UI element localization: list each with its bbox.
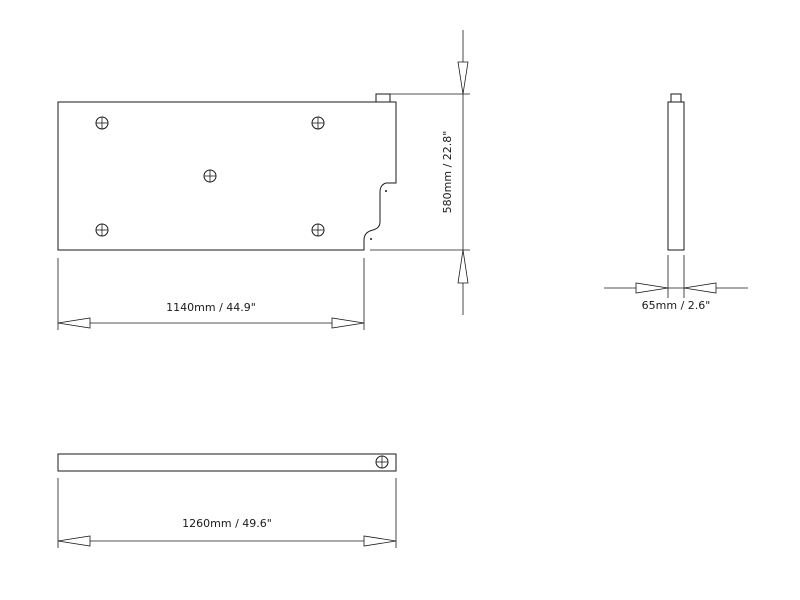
side-body: [667, 101, 685, 251]
mounting-hole: [311, 223, 325, 237]
mounting-hole: [311, 116, 325, 130]
bottom-bar: [57, 453, 397, 472]
bottom-view: 1260mm / 49.6": [57, 453, 397, 548]
bottom-length-dimension: 1260mm / 49.6": [57, 478, 397, 548]
plan-length-label: 1140mm / 44.9": [166, 301, 256, 314]
dimension-arrow: [363, 535, 397, 547]
side-view: 65mm / 2.6": [604, 93, 748, 312]
mounting-hole: [95, 223, 109, 237]
bottom-hole: [375, 455, 389, 469]
dimension-arrow: [57, 317, 91, 329]
dimension-arrow: [635, 282, 669, 294]
center-hole: [203, 169, 217, 183]
bottom-length-label: 1260mm / 49.6": [182, 517, 272, 530]
side-depth-label: 65mm / 2.6": [642, 299, 711, 312]
small-dot: [370, 238, 372, 240]
height-dimension: 580mm / 22.8": [370, 30, 470, 315]
dimension-arrow: [331, 317, 365, 329]
dimension-arrow: [457, 61, 469, 95]
side-top-nub: [670, 93, 682, 103]
small-dot: [385, 190, 387, 192]
plan-view: 580mm / 22.8" 1140mm / 44.9": [57, 30, 470, 330]
plan-outline: [57, 101, 397, 251]
plan-height-label: 580mm / 22.8": [441, 131, 454, 214]
plan-top-nub: [375, 93, 391, 103]
dimension-arrow: [683, 282, 717, 294]
depth-dimension: 65mm / 2.6": [604, 255, 748, 312]
length-dimension: 1140mm / 44.9": [57, 258, 365, 330]
dimension-arrow: [57, 535, 91, 547]
mounting-hole: [95, 116, 109, 130]
dimension-arrow: [457, 249, 469, 284]
